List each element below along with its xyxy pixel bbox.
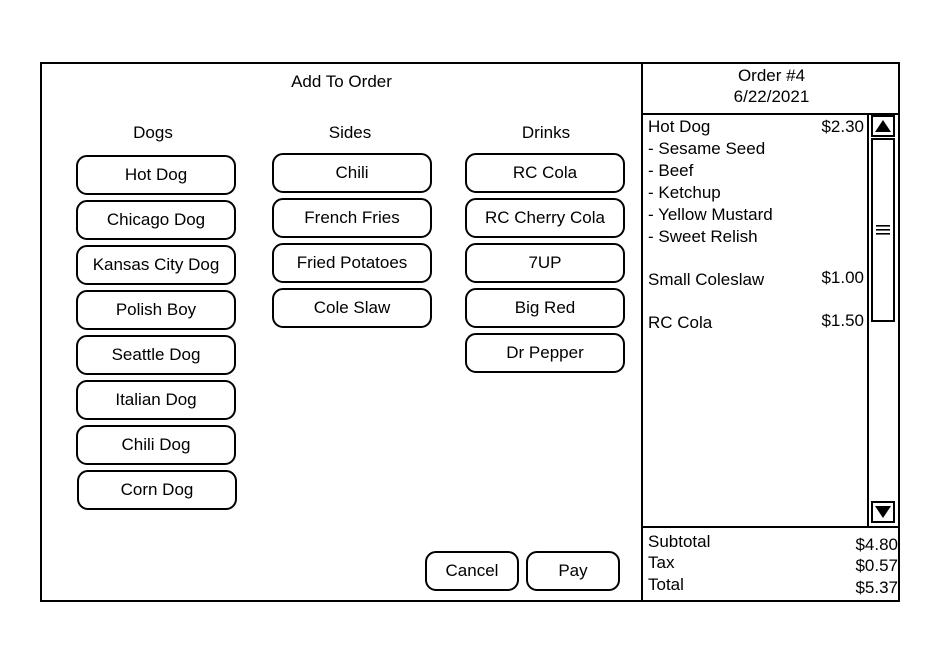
order-item-price: $1.00	[821, 268, 864, 287]
order-date: 6/22/2021	[733, 87, 810, 106]
order-item-modifier: - Yellow Mustard	[648, 205, 773, 224]
pay-button[interactable]: Pay	[526, 551, 620, 591]
dog-button-seattle-dog[interactable]: Seattle Dog	[76, 335, 236, 375]
order-item-price: $1.50	[821, 311, 864, 330]
order-item-modifier: - Beef	[648, 161, 694, 180]
order-line-item[interactable]: Hot Dog $2.30	[648, 117, 864, 139]
dog-button-kansas-city-dog[interactable]: Kansas City Dog	[76, 245, 236, 285]
side-button-french-fries[interactable]: French Fries	[272, 198, 432, 238]
order-item-modifier: - Ketchup	[648, 183, 721, 202]
order-header: Order #4 6/22/2021	[643, 65, 900, 107]
drinks-heading: Drinks	[521, 123, 571, 142]
dog-button-polish-boy[interactable]: Polish Boy	[76, 290, 236, 330]
dogs-heading: Dogs	[133, 123, 173, 142]
order-dialog	[40, 62, 900, 602]
totals-divider	[643, 526, 900, 528]
dialog-title: Add To Order	[291, 72, 392, 91]
order-scrollbar-track[interactable]	[867, 115, 898, 526]
scroll-thumb[interactable]	[871, 138, 895, 322]
drink-button-dr-pepper[interactable]: Dr Pepper	[465, 333, 625, 373]
order-item-name: RC Cola	[648, 313, 713, 332]
drink-button-rc-cola[interactable]: RC Cola	[465, 153, 625, 193]
order-header-divider	[643, 113, 900, 115]
order-item-modifier: - Sesame Seed	[648, 139, 766, 158]
order-item-name: Small Coleslaw	[648, 270, 765, 289]
order-item-name: Hot Dog	[648, 117, 711, 136]
scroll-down-button[interactable]	[871, 501, 895, 523]
order-line-item[interactable]: RC Cola $1.50	[648, 311, 864, 333]
drink-button-rc-cherry-cola[interactable]: RC Cherry Cola	[465, 198, 625, 238]
triangle-up-icon	[875, 120, 891, 132]
dog-button-italian-dog[interactable]: Italian Dog	[76, 380, 236, 420]
order-line-item[interactable]: Small Coleslaw $1.00	[648, 268, 864, 290]
scroll-up-button[interactable]	[871, 115, 895, 137]
side-button-chili[interactable]: Chili	[272, 153, 432, 193]
dog-button-hot-dog[interactable]: Hot Dog	[76, 155, 236, 195]
dog-button-chicago-dog[interactable]: Chicago Dog	[76, 200, 236, 240]
total-value: $5.37	[855, 578, 898, 597]
cancel-button[interactable]: Cancel	[425, 551, 519, 591]
grip-lines-icon	[876, 225, 890, 235]
side-button-fried-potatoes[interactable]: Fried Potatoes	[272, 243, 432, 283]
tax-label: Tax	[648, 553, 675, 572]
order-number: Order #4	[737, 66, 806, 85]
subtotal-label: Subtotal	[648, 532, 711, 551]
drink-button-7up[interactable]: 7UP	[465, 243, 625, 283]
dog-button-corn-dog[interactable]: Corn Dog	[77, 470, 237, 510]
sides-heading: Sides	[328, 123, 372, 142]
order-item-modifier: - Sweet Relish	[648, 227, 758, 246]
triangle-down-icon	[875, 506, 891, 518]
order-item-price: $2.30	[821, 117, 864, 136]
drink-button-big-red[interactable]: Big Red	[465, 288, 625, 328]
dog-button-chili-dog[interactable]: Chili Dog	[76, 425, 236, 465]
total-label: Total	[648, 575, 684, 594]
subtotal-value: $4.80	[855, 535, 898, 554]
panel-divider	[641, 62, 643, 602]
tax-value: $0.57	[855, 556, 898, 575]
side-button-cole-slaw[interactable]: Cole Slaw	[272, 288, 432, 328]
